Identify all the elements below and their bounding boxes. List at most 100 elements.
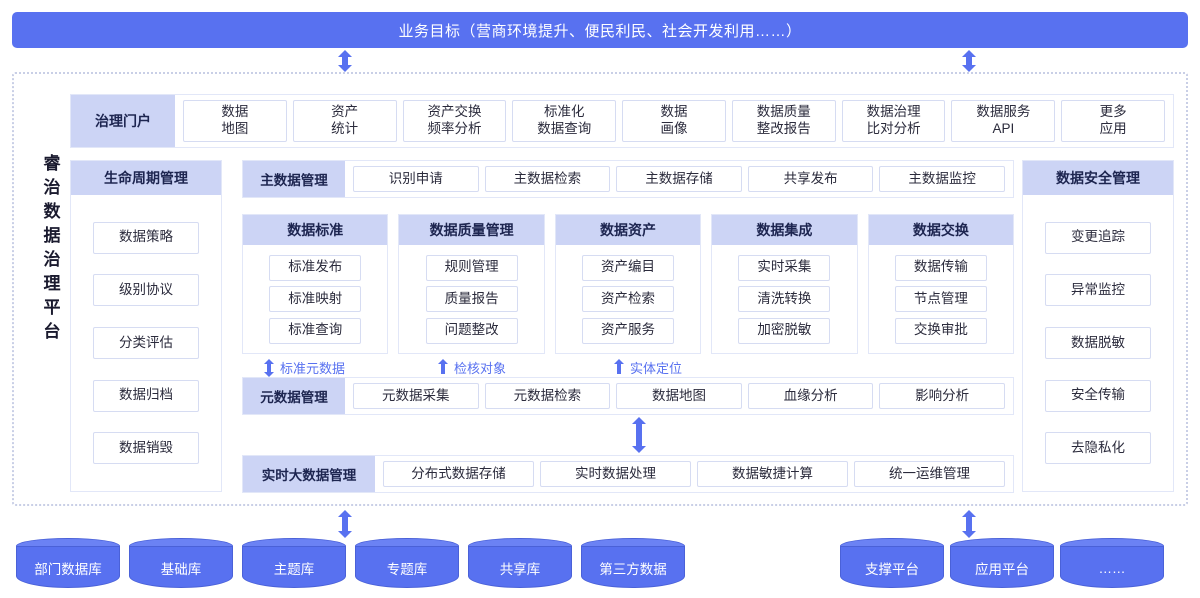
domain-item[interactable]: 资产服务 <box>582 317 675 344</box>
platform-label: 支撑平台 <box>865 562 919 577</box>
platform-title-char: 数 <box>43 201 61 221</box>
arrow-head-up-icon <box>962 50 976 57</box>
portal-app-item[interactable]: 数据 地图 <box>183 100 287 142</box>
metadata-item[interactable]: 数据地图 <box>616 383 742 409</box>
metadata-item[interactable]: 元数据采集 <box>353 383 479 409</box>
master-data-item-list: 识别申请 主数据检索 主数据存储 共享发布 主数据监控 <box>345 161 1013 197</box>
connector-arrow-sources-left <box>338 510 352 538</box>
domain-item[interactable]: 交换审批 <box>894 317 987 344</box>
platform-cylinder[interactable]: 应用平台 <box>950 538 1054 588</box>
database-cylinder[interactable]: 部门数据库 <box>16 538 120 588</box>
domain-item[interactable]: 标准映射 <box>269 286 362 312</box>
portal-app-item[interactable]: 数据治理 比对分析 <box>841 100 946 142</box>
domain-item-list: 资产编目 资产检索 资产服务 <box>556 245 700 353</box>
domain-item[interactable]: 规则管理 <box>425 254 518 281</box>
master-data-item[interactable]: 主数据监控 <box>879 166 1005 192</box>
flow-annotation-standard-metadata: 标准元数据 <box>264 358 345 377</box>
security-column: 数据安全管理 变更追踪 异常监控 数据脱敏 安全传输 去隐私化 <box>1022 160 1174 492</box>
domain-item[interactable]: 实时采集 <box>738 254 831 281</box>
arrow-head-down-icon <box>338 531 352 538</box>
database-cylinder[interactable]: 专题库 <box>355 538 459 588</box>
flow-annotation-label: 实体定位 <box>630 361 683 376</box>
platform-title-char: 睿 <box>43 153 61 173</box>
security-item[interactable]: 安全传输 <box>1045 379 1151 412</box>
arrow-head-up-icon <box>338 50 352 57</box>
domain-column-data-exchange: 数据交换 数据传输 节点管理 交换审批 <box>867 214 1015 354</box>
source-group-left: 部门数据库 基础库 主题库 专题库 共享库 第三方数据 <box>0 538 700 590</box>
bigdata-item[interactable]: 分布式数据存储 <box>383 461 534 487</box>
database-label: 专题库 <box>386 562 428 577</box>
platform-cylinder[interactable]: 支撑平台 <box>840 538 944 588</box>
flow-annotation-entity-locate: 实体定位 <box>614 358 682 377</box>
lifecycle-item[interactable]: 数据归档 <box>93 379 199 412</box>
cylinder-body-icon <box>840 546 944 588</box>
cylinder-body-icon <box>355 546 459 588</box>
lifecycle-item[interactable]: 级别协议 <box>93 274 199 307</box>
bigdata-item-list: 分布式数据存储 实时数据处理 数据敏捷计算 统一运维管理 <box>375 456 1013 492</box>
domain-item[interactable]: 问题整改 <box>425 317 518 344</box>
master-data-item[interactable]: 主数据检索 <box>484 166 611 192</box>
database-label: 基础库 <box>160 562 202 577</box>
portal-app-item[interactable]: 数据 画像 <box>622 100 726 142</box>
security-item[interactable]: 去隐私化 <box>1045 432 1151 465</box>
database-label: 主题库 <box>273 562 315 577</box>
domain-header: 数据资产 <box>555 215 701 245</box>
flow-annotations: 标准元数据 检核对象 实体定位 <box>242 356 1014 380</box>
platform-cylinder[interactable]: …… <box>1060 538 1164 588</box>
portal-app-list: 数据 地图 资产 统计 资产交换 频率分析 标准化 数据查询 数据 画像 数据质… <box>175 95 1173 147</box>
arrow-head-down-icon <box>338 65 352 72</box>
metadata-item[interactable]: 元数据检索 <box>484 383 611 409</box>
domain-item[interactable]: 数据传输 <box>894 254 987 281</box>
master-data-item[interactable]: 识别申请 <box>353 166 479 192</box>
platform-title-char: 台 <box>43 321 61 341</box>
business-goal-banner: 业务目标（营商环境提升、便民利民、社会开发利用……） <box>12 12 1188 48</box>
database-cylinder[interactable]: 第三方数据 <box>581 538 685 588</box>
bigdata-item[interactable]: 统一运维管理 <box>854 461 1005 487</box>
domain-item[interactable]: 节点管理 <box>894 286 987 312</box>
arrow-up-icon <box>614 358 624 377</box>
arrow-head-up-icon <box>632 417 646 424</box>
arrow-shaft <box>636 423 642 447</box>
portal-app-item[interactable]: 标准化 数据查询 <box>512 100 617 142</box>
connector-arrow-sources-right <box>962 510 976 538</box>
metadata-item[interactable]: 血缘分析 <box>747 383 874 409</box>
cylinder-body-icon <box>16 546 120 588</box>
security-item[interactable]: 变更追踪 <box>1045 221 1151 254</box>
master-data-item[interactable]: 主数据存储 <box>616 166 742 192</box>
bigdata-item[interactable]: 实时数据处理 <box>540 461 691 487</box>
lifecycle-item[interactable]: 数据策略 <box>93 221 199 254</box>
domain-item[interactable]: 加密脱敏 <box>738 317 831 344</box>
database-cylinder[interactable]: 共享库 <box>468 538 572 588</box>
platform-title-char: 据 <box>43 225 61 245</box>
domain-item[interactable]: 清洗转换 <box>738 286 831 312</box>
domain-item[interactable]: 标准发布 <box>269 254 362 281</box>
flow-annotation-check-object: 检核对象 <box>438 358 506 377</box>
database-cylinder[interactable]: 主题库 <box>242 538 346 588</box>
cylinder-body-icon <box>468 546 572 588</box>
platform-container: 睿 治 数 据 治 理 平 台 治理门户 数据 地图 资产 统计 资产交换 频率… <box>12 72 1188 506</box>
flow-annotation-label: 检核对象 <box>454 361 507 376</box>
lifecycle-column: 生命周期管理 数据策略 级别协议 分类评估 数据归档 数据销毁 <box>70 160 222 492</box>
domain-columns: 数据标准 标准发布 标准映射 标准查询 数据质量管理 规则管理 质量报告 问题整… <box>242 214 1015 354</box>
bigdata-item[interactable]: 数据敏捷计算 <box>697 461 848 487</box>
lifecycle-item[interactable]: 分类评估 <box>93 326 199 359</box>
lifecycle-item[interactable]: 数据销毁 <box>93 432 199 465</box>
bigdata-row: 实时大数据管理 分布式数据存储 实时数据处理 数据敏捷计算 统一运维管理 <box>242 455 1014 493</box>
portal-app-item[interactable]: 数据质量 整改报告 <box>731 100 836 142</box>
domain-item[interactable]: 资产编目 <box>582 254 675 281</box>
database-label: 第三方数据 <box>599 562 667 577</box>
metadata-item[interactable]: 影响分析 <box>879 383 1005 409</box>
database-cylinder[interactable]: 基础库 <box>129 538 233 588</box>
domain-item[interactable]: 资产检索 <box>582 286 675 312</box>
connector-arrow-banner-left <box>338 50 352 72</box>
master-data-item[interactable]: 共享发布 <box>747 166 874 192</box>
domain-item[interactable]: 质量报告 <box>425 286 518 312</box>
portal-app-item[interactable]: 更多 应用 <box>1061 100 1166 142</box>
domain-item[interactable]: 标准查询 <box>269 317 362 344</box>
portal-app-item[interactable]: 资产交换 频率分析 <box>402 100 507 142</box>
security-item[interactable]: 数据脱敏 <box>1045 326 1151 359</box>
security-item[interactable]: 异常监控 <box>1045 274 1151 307</box>
portal-app-item[interactable]: 资产 统计 <box>292 100 397 142</box>
arrow-head-down-icon <box>962 65 976 72</box>
portal-app-item[interactable]: 数据服务 API <box>951 100 1056 142</box>
